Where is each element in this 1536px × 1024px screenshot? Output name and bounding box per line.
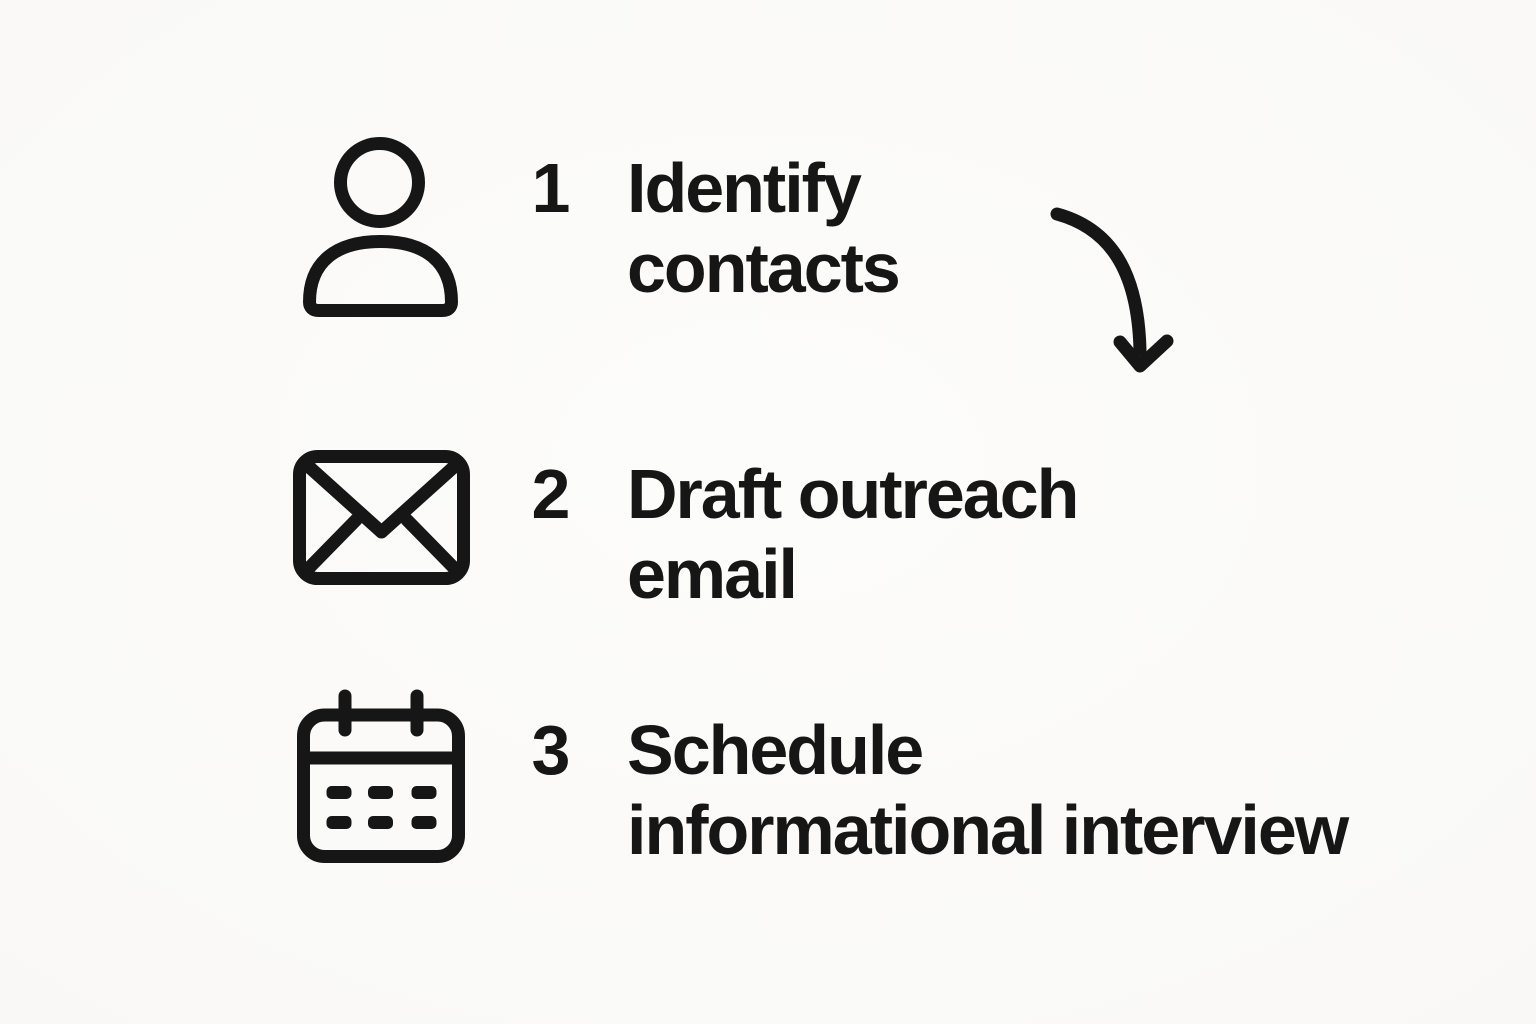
- envelope-icon: [293, 450, 470, 585]
- step-2-number: 2: [531, 455, 571, 533]
- step-3-label-line-1: Schedule: [627, 711, 924, 789]
- step-1-label: Identify contacts: [627, 148, 901, 308]
- curved-arrow-down-icon: [1050, 207, 1174, 373]
- calendar-icon: [297, 689, 465, 863]
- step-2-label-line-2: email: [627, 535, 798, 613]
- step-3-label-line-2: informational interview: [627, 791, 1349, 869]
- step-1-label-line-2: contacts: [627, 229, 901, 307]
- step-1-label-line-1: Identify: [627, 149, 862, 227]
- step-1-number: 1: [531, 149, 571, 227]
- step-2-label: Draft outreach email: [627, 454, 1079, 614]
- step-2-label-line-1: Draft outreach: [627, 455, 1079, 533]
- step-3-label: Schedule informational interview: [627, 710, 1349, 870]
- person-icon: [303, 137, 458, 317]
- step-3-number: 3: [531, 711, 571, 789]
